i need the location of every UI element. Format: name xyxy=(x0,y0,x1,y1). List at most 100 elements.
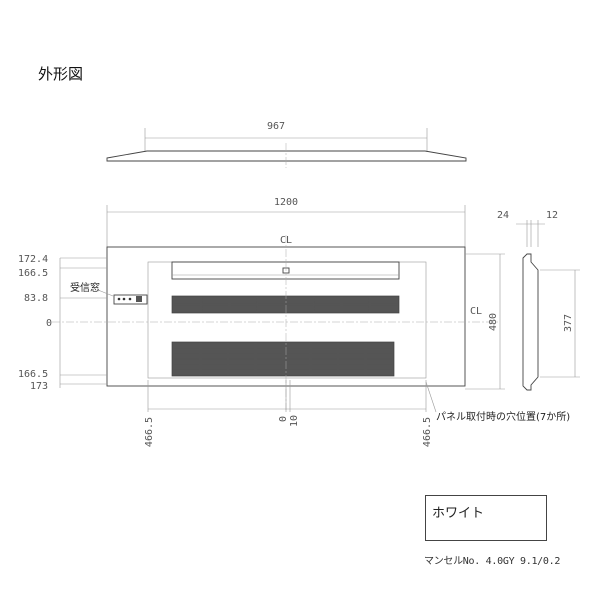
grille-slat xyxy=(339,350,365,352)
grille-slat xyxy=(174,305,201,308)
color-swatch: ホワイト xyxy=(425,495,547,541)
grille-slat xyxy=(311,359,337,362)
grille-slat xyxy=(174,346,200,349)
grille-slat xyxy=(229,359,255,362)
louver-bar xyxy=(171,261,400,280)
grille-slat xyxy=(311,350,337,352)
dim-bottom-4: 466.5 xyxy=(422,417,433,447)
grille-slat xyxy=(366,356,392,359)
grille-slat xyxy=(284,359,310,362)
dim-height-total: 480 xyxy=(488,313,499,331)
grille-slat xyxy=(366,346,392,349)
grille-slat xyxy=(311,346,337,349)
grille-slat xyxy=(256,359,282,362)
grille-slat xyxy=(284,350,310,352)
receiver-label: 受信窓 xyxy=(70,281,100,294)
grille-slat xyxy=(229,372,255,375)
grille-slat xyxy=(229,346,255,349)
grille-slat xyxy=(339,372,365,375)
dim-bottom-2: 0 xyxy=(278,416,289,422)
munsell-number: マンセルNo. 4.0GY 9.1/0.2 xyxy=(424,556,561,567)
grille-slat xyxy=(339,343,365,346)
grille-slat xyxy=(311,366,337,368)
grille-slat xyxy=(174,353,200,356)
grille-slat xyxy=(230,305,257,308)
grille-slat xyxy=(342,305,369,308)
grille-slat xyxy=(284,362,310,365)
dim-total-width: 1200 xyxy=(274,197,298,208)
dim-side-height: 377 xyxy=(563,314,574,332)
grille-slat xyxy=(314,301,341,304)
side-view: 24 12 377 xyxy=(497,210,580,391)
grille-slat xyxy=(201,356,227,359)
grille-slat xyxy=(201,369,227,372)
grille-slat xyxy=(229,366,255,368)
grille-slat xyxy=(230,297,257,301)
grille-slat xyxy=(311,372,337,375)
grille-slat xyxy=(339,356,365,359)
grille-slat xyxy=(174,362,200,365)
grille-slat xyxy=(174,372,200,375)
grille-slat xyxy=(366,372,392,375)
grille-slat xyxy=(174,343,200,346)
grille-slat xyxy=(284,366,310,368)
dim-left-1: 172.4 xyxy=(18,254,48,265)
grille-slat xyxy=(174,356,200,359)
grille-slat xyxy=(286,305,313,308)
grille-slat xyxy=(229,356,255,359)
dim-left-4: 0 xyxy=(46,318,52,329)
grille-slat xyxy=(339,362,365,365)
grille-slat xyxy=(314,305,341,308)
grille-slat xyxy=(311,353,337,356)
grille-slat xyxy=(256,372,282,375)
dim-bottom-3: 10 xyxy=(289,415,300,427)
grille-slat xyxy=(201,350,227,352)
grille-slat xyxy=(339,353,365,356)
grille-slat xyxy=(339,369,365,372)
grille-slat xyxy=(286,297,313,301)
grille-slat xyxy=(284,372,310,375)
grille-slat xyxy=(256,350,282,352)
dim-top-width: 967 xyxy=(267,121,285,132)
grille-slat xyxy=(366,369,392,372)
grille-slat xyxy=(230,301,257,304)
grille-slat xyxy=(311,369,337,372)
grille-slat xyxy=(370,308,397,312)
grille-slat xyxy=(258,305,285,308)
mounting-note: パネル取付時の穴位置(7か所) xyxy=(436,410,570,423)
grille-slat xyxy=(370,305,397,308)
dim-bottom-1: 466.5 xyxy=(144,417,155,447)
grille-slat xyxy=(202,308,229,312)
grille-slat xyxy=(314,308,341,312)
grille-slat xyxy=(174,350,200,352)
grille-slat xyxy=(174,359,200,362)
front-view: 1200 CL CL 受信窓 xyxy=(18,197,570,447)
grille-slat xyxy=(342,301,369,304)
grille-slat xyxy=(366,366,392,368)
dim-left-5: 166.5 xyxy=(18,369,48,380)
grille-slat xyxy=(202,297,229,301)
grille-slat xyxy=(284,353,310,356)
grille-slat xyxy=(201,362,227,365)
grille-slat xyxy=(284,343,310,346)
grille-slat xyxy=(366,343,392,346)
side-profile xyxy=(522,253,539,391)
grille-slat xyxy=(258,301,285,304)
grille-slat xyxy=(229,369,255,372)
grille-slat xyxy=(311,356,337,359)
dim-left-2: 166.5 xyxy=(18,268,48,279)
grille-slat xyxy=(366,350,392,352)
lower-grille xyxy=(171,341,395,377)
grille-slat xyxy=(342,308,369,312)
grille-slat xyxy=(174,297,201,301)
grille-slat xyxy=(229,343,255,346)
grille-slat xyxy=(256,369,282,372)
top-view-outline xyxy=(106,150,467,162)
grille-slat xyxy=(286,308,313,312)
grille-slat xyxy=(174,308,201,312)
grille-slat xyxy=(202,301,229,304)
grille-slat xyxy=(314,297,341,301)
grille-slat xyxy=(201,372,227,375)
top-view: 967 xyxy=(106,121,467,168)
grille-slat xyxy=(201,359,227,362)
